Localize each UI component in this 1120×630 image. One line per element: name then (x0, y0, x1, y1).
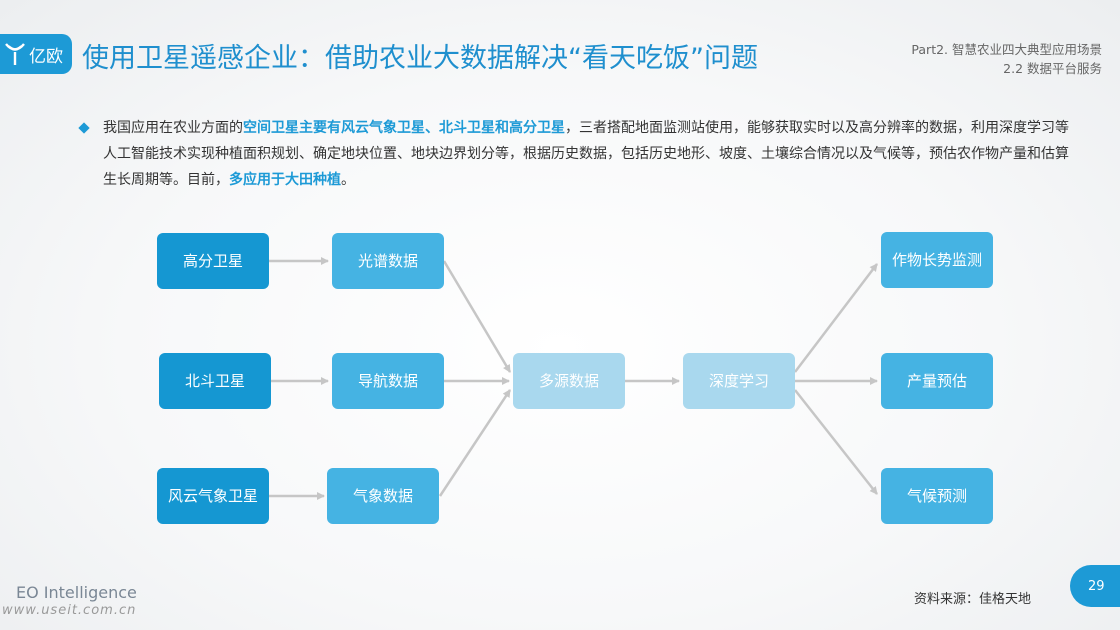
footer-brand: EO Intelligence (16, 583, 137, 602)
node-weather-label: 气象数据 (352, 486, 413, 505)
page-number-badge: 29 (1070, 565, 1120, 607)
node-fengyun-label: 风云气象卫星 (167, 486, 258, 505)
part-label: Part2. 智慧农业四大典型应用场景 (911, 42, 1102, 57)
node-spectrum-label: 光谱数据 (357, 251, 418, 270)
arrow-spectrum-multi (442, 260, 512, 373)
node-beidou-label: 北斗卫星 (184, 371, 245, 390)
footer-watermark: www.useit.com.cn (2, 603, 137, 618)
subsection-label: 2.2 数据平台服务 (1003, 61, 1102, 76)
arrow-deep-growth (794, 263, 878, 373)
summary-seg1: 我国应用在农业方面的 (103, 120, 243, 136)
brand-logo: 亿欧 (0, 34, 72, 74)
logo-mark-icon (5, 43, 25, 65)
arrow-deep-climate (794, 389, 878, 495)
node-multi-source-label: 多源数据 (538, 371, 599, 390)
node-gaofen-satellite: 高分卫星 (157, 233, 269, 289)
summary-seg3: 。 (341, 172, 355, 188)
node-yield-estimation: 产量预估 (881, 353, 993, 409)
page-title: 使用卫星遥感企业：借助农业大数据解决“看天吃饭”问题 (82, 43, 758, 74)
node-spectrum-data: 光谱数据 (332, 233, 444, 289)
node-gaofen-label: 高分卫星 (182, 251, 243, 270)
arrow-weather-multi (438, 389, 512, 497)
node-crop-growth-monitoring: 作物长势监测 (881, 232, 993, 288)
node-yield-label: 产量预估 (906, 371, 967, 390)
node-deep-learning: 深度学习 (683, 353, 795, 409)
summary-highlight-field: 多应用于大田种植 (229, 172, 341, 188)
summary-highlight-satellites: 空间卫星主要有风云气象卫星、北斗卫星和高分卫星 (243, 120, 565, 136)
logo-text: 亿欧 (29, 46, 63, 67)
summary-text: 我国应用在农业方面的空间卫星主要有风云气象卫星、北斗卫星和高分卫星，三者搭配地面… (103, 115, 1070, 193)
node-navigation-data: 导航数据 (332, 353, 444, 409)
summary-seg2: ，三者搭配地面监测站使用，能够获取实时以及高分辨率的数据，利用深度学习等人工智能… (103, 120, 1069, 188)
node-beidou-satellite: 北斗卫星 (159, 353, 271, 409)
source-note: 资料来源：佳格天地 (914, 592, 1032, 607)
node-fengyun-satellite: 风云气象卫星 (157, 468, 269, 524)
node-multi-source-data: 多源数据 (513, 353, 625, 409)
node-weather-data: 气象数据 (327, 468, 439, 524)
section-label: Part2. 智慧农业四大典型应用场景 2.2 数据平台服务 (911, 40, 1102, 78)
node-navigation-label: 导航数据 (357, 371, 418, 390)
node-deep-learning-label: 深度学习 (708, 371, 769, 390)
node-climate-forecast: 气候预测 (881, 468, 993, 524)
node-crop-growth-label: 作物长势监测 (891, 250, 982, 269)
summary-paragraph: 我国应用在农业方面的空间卫星主要有风云气象卫星、北斗卫星和高分卫星，三者搭配地面… (78, 115, 1070, 193)
node-climate-label: 气候预测 (906, 486, 967, 505)
page-number: 29 (1088, 578, 1105, 594)
